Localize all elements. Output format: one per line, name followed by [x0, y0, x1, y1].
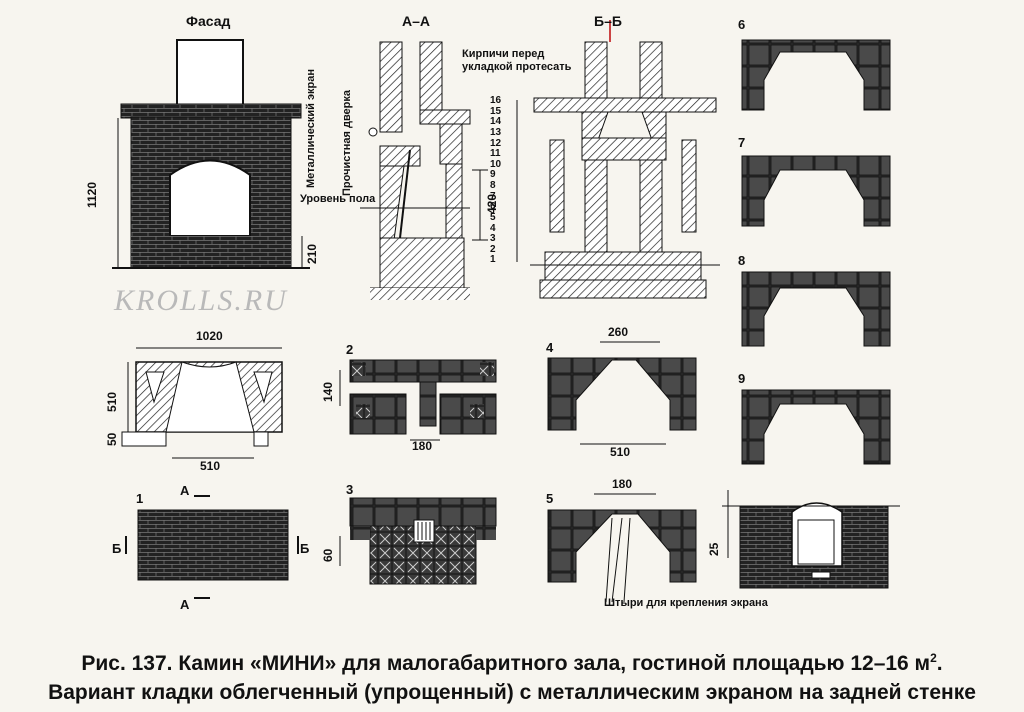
- row8-plan: [741, 271, 891, 347]
- row-number-label: 9: [490, 169, 496, 181]
- row-number-label: 4: [490, 222, 496, 234]
- row-number-label: 3: [490, 233, 496, 245]
- plan-dim-50: 50: [105, 432, 119, 446]
- section-bb-title: Б–Б: [594, 13, 622, 29]
- section-bb-view: [516, 20, 720, 299]
- row-number-label: 16: [490, 95, 502, 106]
- plan-dim-opening: 510: [200, 459, 221, 473]
- row9-plan: [741, 389, 891, 465]
- row7-number: 7: [738, 135, 746, 150]
- caption-line1-end: .: [936, 652, 943, 675]
- row4-number: 4: [546, 340, 554, 355]
- caption-line1-text: Рис. 137. Камин «МИНИ» для малогабаритно…: [81, 652, 931, 675]
- row-number-label: 11: [490, 148, 501, 160]
- row3-plan: [339, 497, 497, 585]
- row-number-label: 13: [490, 126, 502, 138]
- row6-number: 6: [738, 17, 746, 32]
- row2-dim-140: 140: [321, 381, 335, 402]
- row4-dim-260: 260: [608, 325, 629, 339]
- figure-caption-line2: Вариант кладки облегченный (упрощенный) …: [48, 681, 976, 704]
- row2-number: 2: [346, 342, 354, 357]
- row5-dim-180: 180: [612, 477, 633, 491]
- row-number-label: 1: [490, 254, 496, 266]
- row-number-label: 8: [490, 180, 496, 191]
- row6-plan: [741, 39, 891, 111]
- caption-superscript: 2: [930, 651, 937, 665]
- figure-caption-line1: Рис. 137. Камин «МИНИ» для малогабаритно…: [0, 652, 1024, 674]
- row-number-label: 14: [490, 116, 502, 128]
- row8-number: 8: [738, 253, 746, 268]
- facade-dim-height: 1120: [85, 181, 99, 208]
- row-number-label: 7: [490, 190, 496, 202]
- row1-cut-b-right: Б: [300, 541, 310, 556]
- row-number-label: 5: [490, 211, 496, 223]
- label-metal-screen: Металлический экран: [305, 68, 317, 188]
- row1-cut-a-bottom: А: [180, 597, 190, 612]
- row-number-label: 2: [490, 243, 496, 255]
- row1-plan: [125, 495, 299, 599]
- plan-dim-width: 1020: [196, 329, 223, 343]
- section-aa-view: [360, 41, 488, 300]
- facade-title: Фасад: [186, 13, 231, 29]
- label-clean-door: Прочистная дверка: [341, 89, 353, 196]
- section-aa-title: А–А: [402, 13, 431, 29]
- row-number-label: 6: [490, 201, 496, 213]
- label-screen-pins: Штыри для крепления экрана: [604, 597, 768, 609]
- row4-plan: [547, 341, 697, 445]
- facade-dim-base: 210: [305, 243, 319, 264]
- row2-plan: [339, 359, 497, 441]
- row5-number: 5: [546, 491, 554, 506]
- watermark: KROLLS.RU: [114, 284, 288, 317]
- row5-plan: [547, 493, 697, 603]
- plan-base-view: [121, 347, 283, 459]
- row2-dim-180: 180: [412, 439, 433, 453]
- row1-number: 1: [136, 491, 144, 506]
- front-dim-25: 25: [707, 542, 721, 556]
- row4-dim-510: 510: [610, 445, 631, 459]
- row1-cut-b-left: Б: [112, 541, 122, 556]
- row1-cut-a-top: А: [180, 483, 190, 498]
- label-floor-level: Уровень пола: [300, 193, 376, 205]
- facade-view: [112, 39, 310, 269]
- front-small-view: [722, 490, 900, 589]
- row3-dim-60: 60: [321, 548, 335, 562]
- label-bricks-trim: Кирпичи перед укладкой протесать: [462, 48, 572, 73]
- row-number-label: 12: [490, 137, 502, 149]
- row-number-label: 10: [490, 158, 502, 170]
- row9-number: 9: [738, 371, 746, 386]
- row3-number: 3: [346, 482, 354, 497]
- plan-dim-depth: 510: [105, 391, 119, 412]
- row7-plan: [741, 155, 891, 227]
- row-number-label: 15: [490, 105, 502, 117]
